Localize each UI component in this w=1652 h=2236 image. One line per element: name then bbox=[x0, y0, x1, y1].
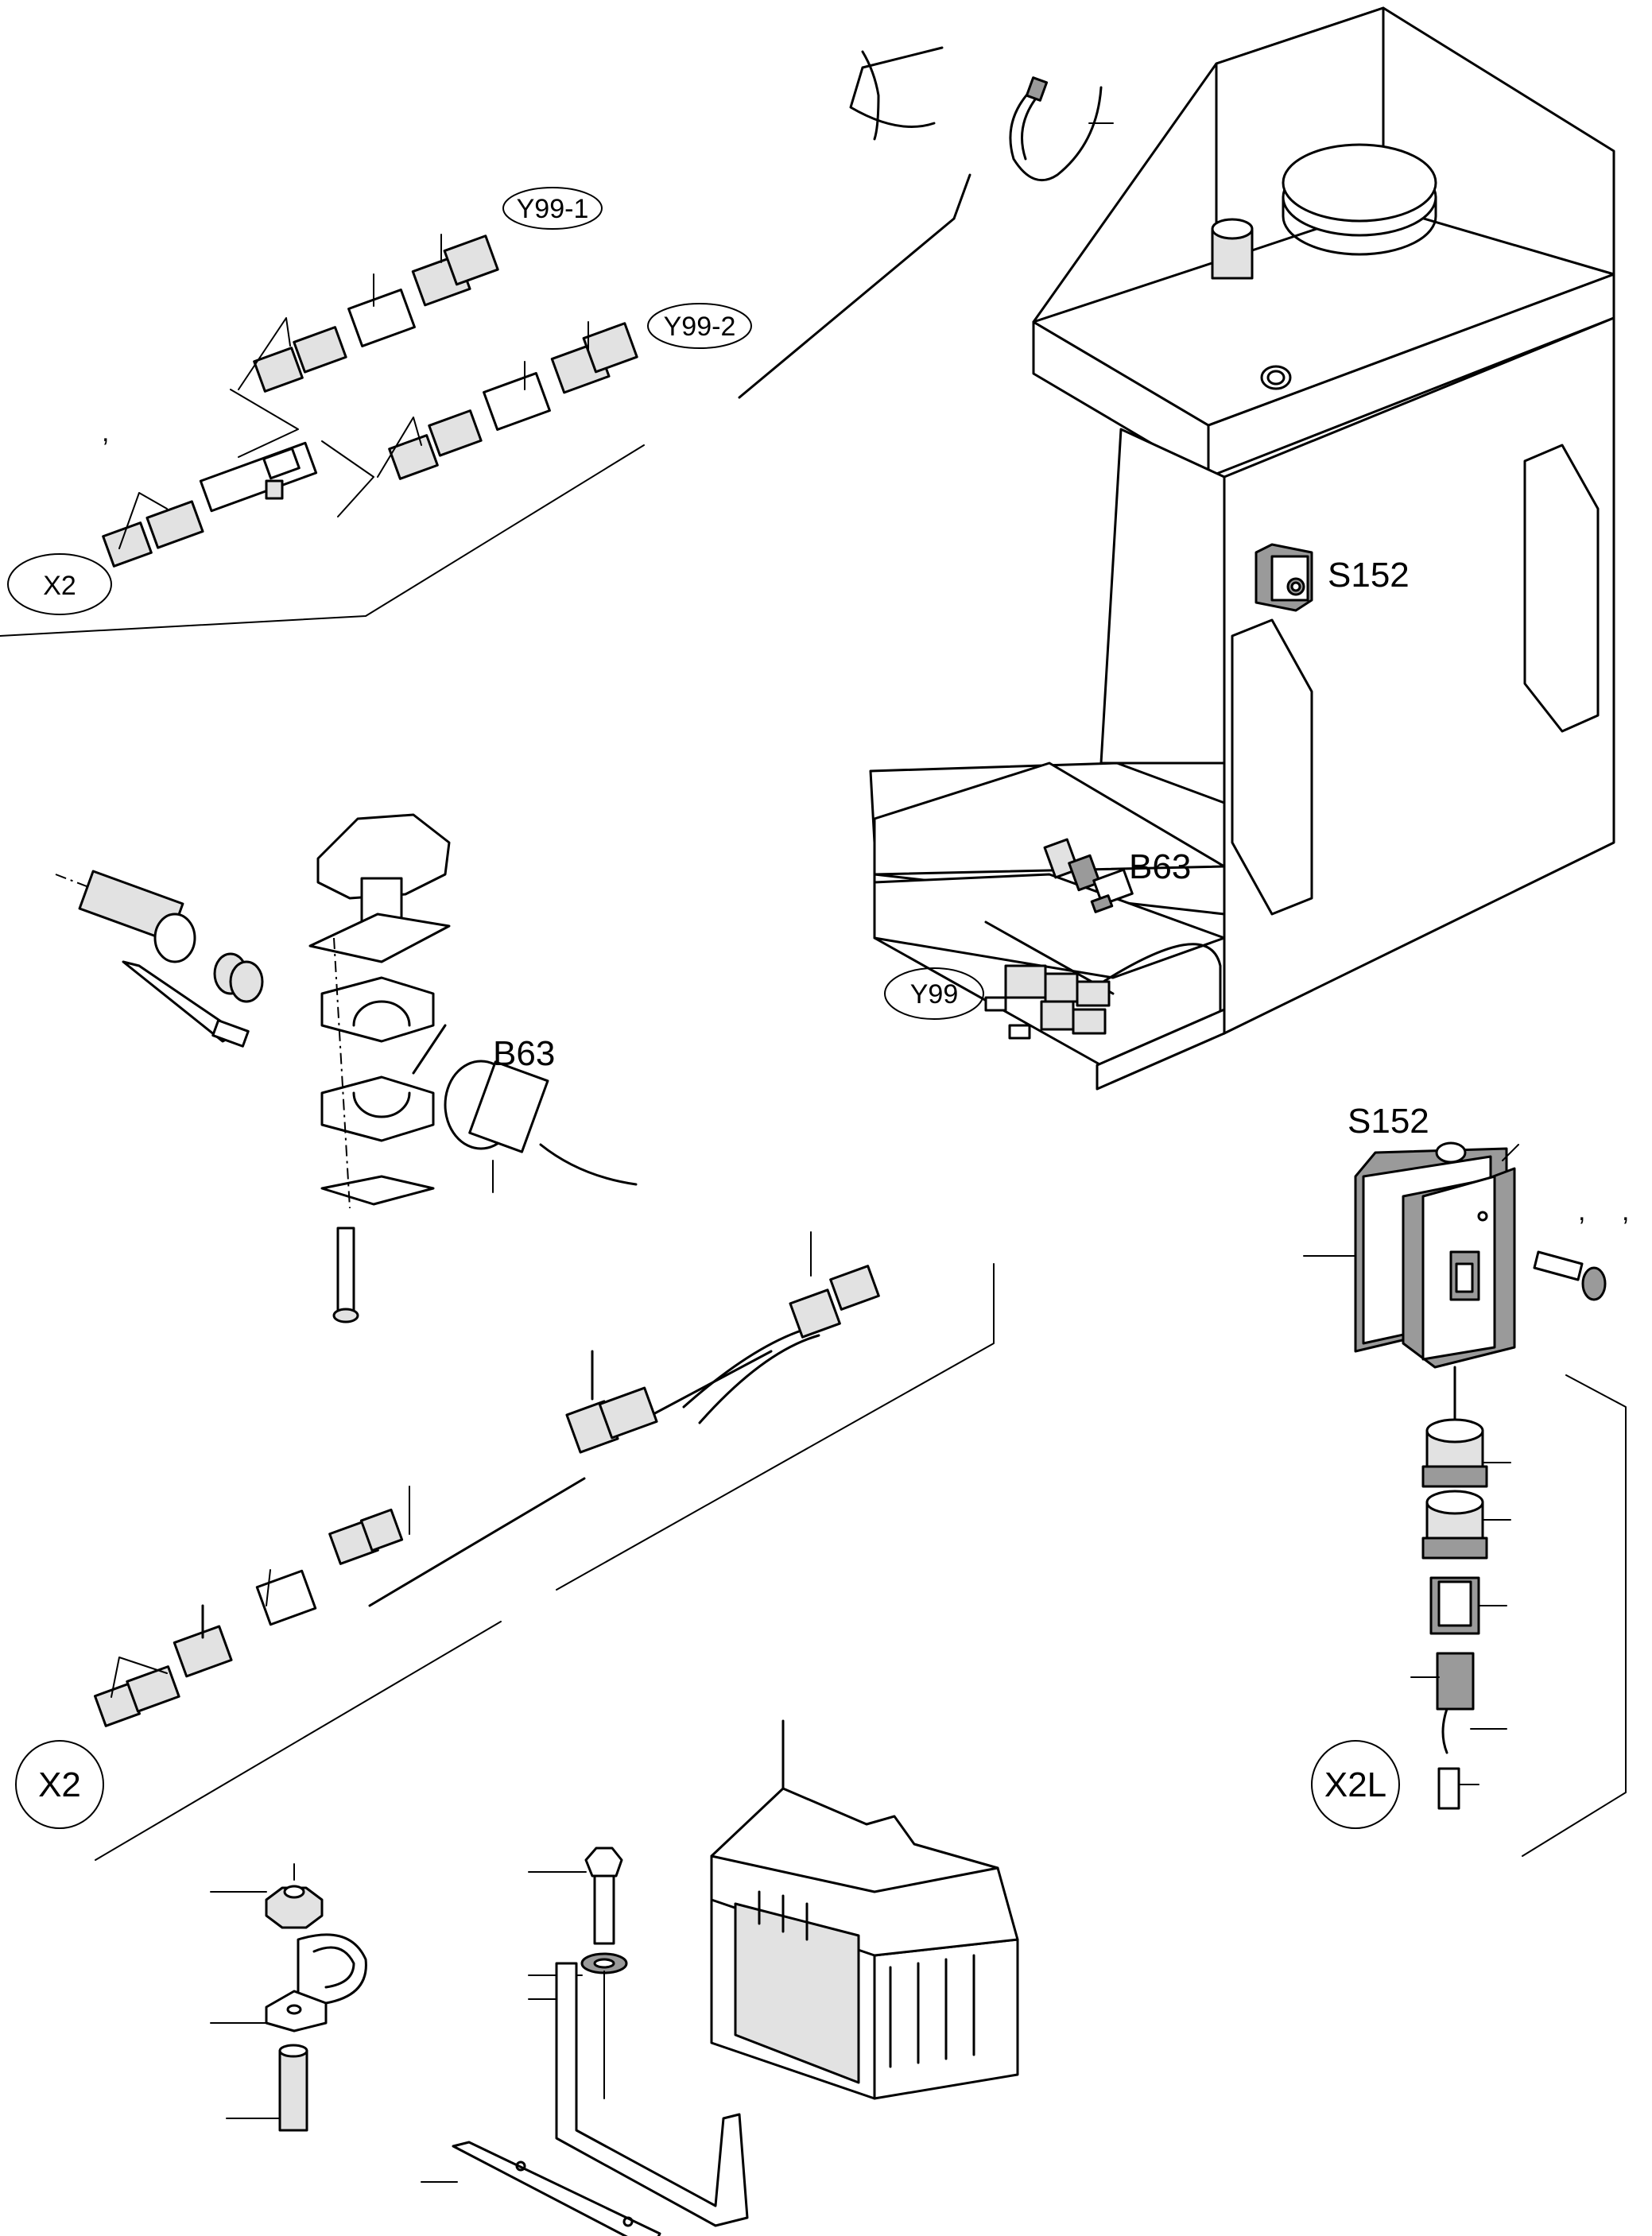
label-b63-detail: B63 bbox=[493, 1034, 555, 1073]
x2-connector-tee bbox=[102, 389, 374, 568]
label-y99-1-text: Y99-1 bbox=[517, 194, 589, 224]
label-x2l: X2L bbox=[1311, 1740, 1400, 1829]
label-y99-2-text: Y99-2 bbox=[664, 312, 736, 342]
top-connector-group bbox=[0, 46, 1114, 637]
stray-mark-top-left: , bbox=[102, 417, 109, 448]
cable-tie bbox=[1009, 76, 1114, 182]
label-y99-machine: Y99 bbox=[884, 967, 984, 1020]
label-x2-top-text: X2 bbox=[43, 571, 76, 601]
label-x2-bottom-text: X2 bbox=[38, 1765, 81, 1804]
valve-fitting bbox=[55, 870, 264, 1048]
label-y99-2: Y99-2 bbox=[647, 303, 752, 349]
machine-body bbox=[869, 6, 1615, 1091]
y99-valve-block-on-machine bbox=[984, 964, 1111, 1040]
label-y99-1: Y99-1 bbox=[502, 187, 603, 230]
cover-housing bbox=[710, 1719, 1019, 2100]
x2-cable-assembly bbox=[93, 1231, 995, 1861]
label-x2l-text: X2L bbox=[1324, 1765, 1386, 1804]
s152-switch-on-machine bbox=[1255, 543, 1313, 612]
label-s152-machine: S152 bbox=[1328, 556, 1410, 595]
label-x2-bottom: X2 bbox=[15, 1740, 104, 1829]
stray-mark-right-1: , bbox=[1578, 1196, 1585, 1227]
s152-switch-detail bbox=[1303, 1141, 1627, 1857]
label-b63-machine: B63 bbox=[1129, 847, 1191, 886]
y99-2-connector-chain bbox=[377, 321, 638, 480]
b63-sensor-on-machine bbox=[1043, 838, 1134, 913]
mounting-bracket-hardware bbox=[421, 1847, 749, 2236]
y99-1-connector-chain bbox=[238, 234, 499, 393]
stray-mark-right-2: , bbox=[1622, 1196, 1629, 1227]
p-clamp-hardware bbox=[210, 1863, 367, 2132]
label-y99-machine-text: Y99 bbox=[910, 979, 959, 1009]
label-x2-top: X2 bbox=[7, 553, 112, 615]
b63-clamp-assembly bbox=[55, 813, 638, 1323]
label-s152-detail: S152 bbox=[1348, 1102, 1429, 1141]
